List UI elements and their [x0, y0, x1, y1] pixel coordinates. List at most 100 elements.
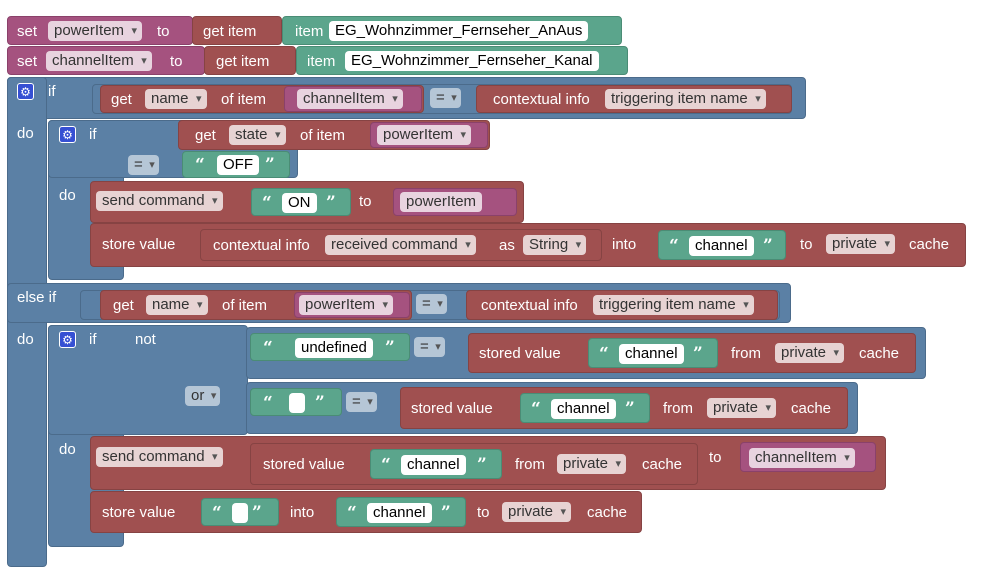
attribute-dropdown[interactable]: name — [145, 89, 207, 109]
cache-scope-dropdown[interactable]: private — [775, 343, 845, 363]
power-item-variable-dropdown[interactable]: powerItem — [299, 295, 394, 315]
text-field[interactable]: ON — [282, 193, 317, 213]
channel-item-variable-dropdown[interactable]: channelItem — [46, 51, 152, 71]
cache-label: cache — [909, 236, 950, 253]
text-block[interactable]: “ channel ” — [520, 393, 650, 423]
get-item-block[interactable]: get item — [204, 46, 296, 75]
get-item-label: get item — [203, 23, 257, 40]
channel-item-variable-dropdown[interactable]: channelItem — [749, 448, 855, 468]
quote-open-icon: “ — [262, 193, 272, 213]
or-operator-dropdown[interactable]: or — [185, 386, 221, 406]
cache-scope-dropdown[interactable]: private — [502, 502, 572, 522]
text-field[interactable]: channel — [401, 455, 466, 475]
item-name-block[interactable]: item EG_Wohnzimmer_Fernseher_AnAus — [282, 16, 622, 45]
quote-open-icon: “ — [195, 155, 205, 175]
as-label: as — [499, 237, 515, 254]
gear-icon[interactable]: ⚙ — [17, 83, 34, 100]
quote-open-icon: “ — [347, 503, 357, 523]
contextual-info-dropdown[interactable]: triggering item name — [605, 89, 766, 109]
text-field[interactable]: OFF — [217, 155, 259, 175]
cache-scope-dropdown[interactable]: private — [707, 398, 777, 418]
if-label: if — [89, 126, 97, 143]
contextual-info-dropdown[interactable]: received command — [325, 235, 476, 255]
contextual-info-block[interactable]: contextual info triggering item name — [476, 85, 792, 113]
get-label: get — [195, 127, 216, 144]
quote-close-icon: ” — [385, 338, 395, 358]
not-label: not — [135, 331, 156, 348]
contextual-info-dropdown[interactable]: triggering item name — [593, 295, 754, 315]
get-item-block[interactable]: get item — [192, 16, 282, 45]
quote-close-icon: ” — [315, 393, 325, 413]
variable-getter-block[interactable]: channelItem — [284, 86, 422, 112]
equals-operator-dropdown[interactable]: = — [414, 337, 445, 357]
empty-text-field[interactable] — [289, 393, 305, 413]
channel-item-variable-dropdown[interactable]: channelItem — [297, 89, 403, 109]
empty-text-field[interactable] — [232, 503, 248, 523]
store-value-label: store value — [102, 504, 176, 521]
do-label: do — [17, 331, 34, 348]
contextual-info-label: contextual info — [481, 297, 578, 314]
variable-getter-block[interactable]: channelItem — [740, 442, 876, 472]
do-label: do — [59, 187, 76, 204]
from-label: from — [515, 456, 545, 473]
gear-icon[interactable]: ⚙ — [59, 331, 76, 348]
quote-open-icon: “ — [669, 236, 679, 256]
command-type-dropdown[interactable]: send command — [96, 191, 223, 211]
contextual-info-block[interactable]: contextual info received command as Stri… — [200, 229, 602, 261]
if-label: if — [48, 83, 56, 100]
quote-close-icon: ” — [326, 193, 336, 213]
text-field[interactable]: channel — [689, 236, 754, 256]
variable-getter-block[interactable]: powerItem — [370, 122, 488, 148]
variable-getter-block[interactable]: powerItem — [393, 188, 517, 216]
text-block[interactable]: “ ON ” — [251, 188, 351, 216]
item-name-block[interactable]: item EG_Wohnzimmer_Fernseher_Kanal — [296, 46, 628, 75]
command-type-dropdown[interactable]: send command — [96, 447, 223, 467]
quote-close-icon: ” — [693, 344, 703, 364]
power-item-name-field[interactable]: EG_Wohnzimmer_Fernseher_AnAus — [329, 21, 589, 41]
text-block[interactable]: “ channel ” — [658, 230, 786, 260]
contextual-info-block[interactable]: contextual info triggering item name — [466, 290, 778, 320]
power-item-variable-dropdown[interactable]: powerItem — [48, 21, 143, 41]
text-field[interactable]: channel — [367, 503, 432, 523]
text-block[interactable]: “ undefined ” — [250, 333, 410, 361]
power-item-variable-dropdown[interactable]: powerItem — [377, 125, 472, 145]
into-label: into — [612, 236, 637, 253]
from-label: from — [731, 345, 761, 362]
variable-getter-block[interactable]: powerItem — [294, 292, 410, 318]
set-channel-item-block[interactable]: set channelItem to — [7, 46, 205, 75]
store-value-label: store value — [102, 236, 176, 253]
equals-operator-dropdown[interactable]: = — [416, 294, 447, 314]
to-label: to — [800, 236, 813, 253]
text-block[interactable]: “ OFF ” — [182, 151, 290, 178]
if-label: if — [89, 331, 97, 348]
to-label: to — [170, 53, 183, 70]
text-field[interactable]: channel — [551, 399, 616, 419]
set-power-item-block[interactable]: set powerItem to — [7, 16, 193, 45]
text-block[interactable]: “ channel ” — [588, 338, 718, 368]
quote-open-icon: “ — [212, 503, 222, 523]
text-field[interactable]: channel — [619, 344, 684, 364]
type-dropdown[interactable]: String — [523, 235, 587, 255]
inner-if-condition-row — [48, 325, 248, 435]
quote-open-icon: “ — [381, 455, 391, 475]
channel-item-name-field[interactable]: EG_Wohnzimmer_Fernseher_Kanal — [345, 51, 599, 71]
text-field[interactable]: undefined — [295, 338, 373, 358]
quote-open-icon: “ — [599, 344, 609, 364]
gear-icon[interactable]: ⚙ — [59, 126, 76, 143]
quote-close-icon: ” — [252, 503, 262, 523]
quote-close-icon: ” — [625, 399, 635, 419]
cache-scope-dropdown[interactable]: private — [826, 234, 896, 254]
equals-operator-dropdown[interactable]: = — [346, 392, 377, 412]
attribute-dropdown[interactable]: name — [146, 295, 208, 315]
text-block[interactable]: “ channel ” — [370, 449, 502, 479]
of-item-label: of item — [300, 127, 346, 144]
text-block[interactable]: “ ” — [250, 388, 342, 416]
attribute-dropdown[interactable]: state — [229, 125, 286, 145]
text-block[interactable]: “ channel ” — [336, 497, 466, 527]
item-label: item — [295, 23, 324, 40]
text-block[interactable]: “ ” — [201, 498, 279, 526]
cache-scope-dropdown[interactable]: private — [557, 454, 627, 474]
equals-operator-dropdown[interactable]: = — [128, 155, 159, 175]
equals-operator-dropdown[interactable]: = — [430, 88, 461, 108]
stored-value-label: stored value — [411, 400, 493, 417]
